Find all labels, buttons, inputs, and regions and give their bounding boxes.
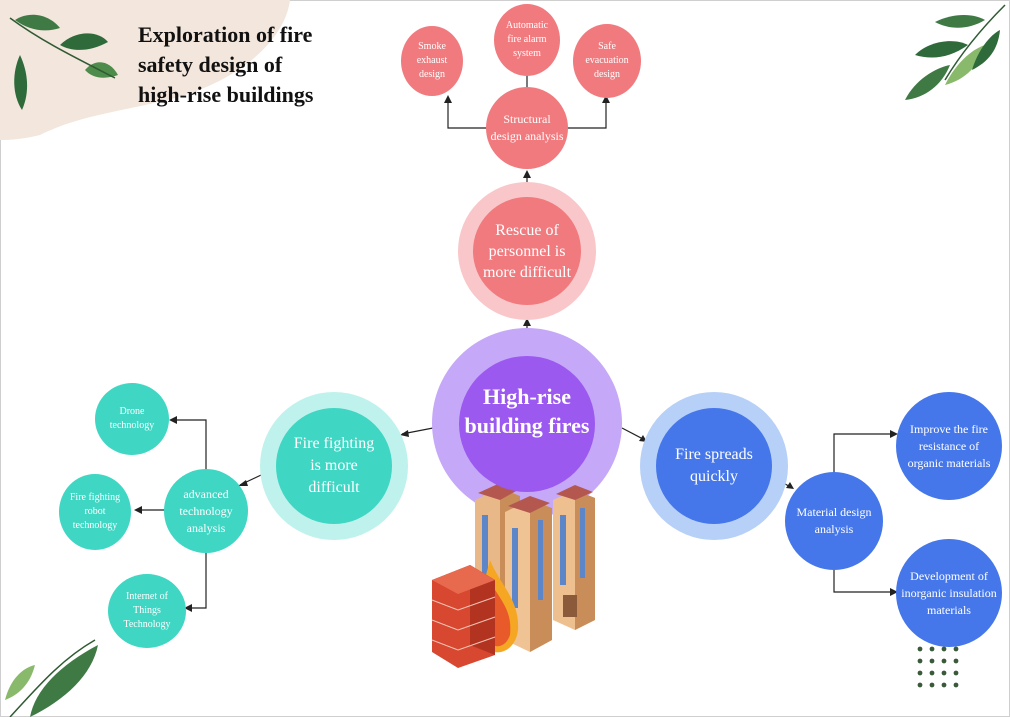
dot-grid-decoration xyxy=(917,646,959,688)
building-illustration xyxy=(431,483,595,668)
sub-material-design[interactable]: Material design analysis xyxy=(785,472,883,570)
leaf-drone-technology[interactable]: Drone technology xyxy=(95,383,169,455)
leaf-inorganic-insulation-label: Development of inorganic insulation mate… xyxy=(901,568,997,617)
leaf-drone-technology-label: Drone technology xyxy=(109,406,155,431)
branch-rescue[interactable]: Rescue of personnel is more difficult xyxy=(473,197,581,305)
leaf-organic-materials[interactable]: Improve the fire resistance of organic m… xyxy=(896,392,1002,500)
leaf-safe-evacuation-label: Safe evacuation design xyxy=(585,41,629,80)
page-title: Exploration of fire safety design of hig… xyxy=(138,22,314,107)
branch-fire-fighting-label: Fire fighting is more difficult xyxy=(293,435,375,496)
sub-advanced-technology-label: advanced technology analysis xyxy=(179,486,233,535)
leaf-robot-technology[interactable]: Fire fighting robot technology xyxy=(59,474,131,550)
connectors xyxy=(136,66,896,609)
leaf-smoke-exhaust-label: Smoke exhaust design xyxy=(416,41,448,80)
leaf-smoke-exhaust[interactable]: Smoke exhaust design xyxy=(401,26,463,96)
leaf-fire-alarm[interactable]: Automatic fire alarm system xyxy=(494,4,560,76)
corner-blob-decoration xyxy=(0,0,290,140)
sub-advanced-technology[interactable]: advanced technology analysis xyxy=(164,469,248,553)
leaf-iot-technology[interactable]: Internet of Things Technology xyxy=(108,574,186,648)
leaf-robot-technology-label: Fire fighting robot technology xyxy=(69,492,121,531)
leaf-decoration-top-left xyxy=(9,14,118,110)
leaf-inorganic-insulation[interactable]: Development of inorganic insulation mate… xyxy=(896,539,1002,647)
central-topic-label: High-rise building fires xyxy=(464,384,590,438)
central-topic[interactable]: High-rise building fires xyxy=(459,356,595,492)
branch-rescue-label: Rescue of personnel is more difficult xyxy=(482,221,572,281)
leaf-iot-technology-label: Internet of Things Technology xyxy=(123,591,171,630)
branch-fire-spreads-label: Fire spreads quickly xyxy=(675,446,753,485)
leaf-decoration-top-right xyxy=(905,4,1006,100)
leaf-safe-evacuation[interactable]: Safe evacuation design xyxy=(573,24,641,98)
branch-fire-fighting[interactable]: Fire fighting is more difficult xyxy=(276,408,392,524)
leaf-decoration-bottom-left xyxy=(5,639,98,717)
leaf-fire-alarm-label: Automatic fire alarm system xyxy=(505,20,549,59)
sub-structural-design-label: Structural design analysis xyxy=(490,112,564,143)
sub-material-design-label: Material design analysis xyxy=(796,505,872,536)
sub-structural-design[interactable]: Structural design analysis xyxy=(486,87,568,169)
leaf-organic-materials-label: Improve the fire resistance of organic m… xyxy=(907,421,991,470)
branch-fire-spreads[interactable]: Fire spreads quickly xyxy=(656,408,772,524)
